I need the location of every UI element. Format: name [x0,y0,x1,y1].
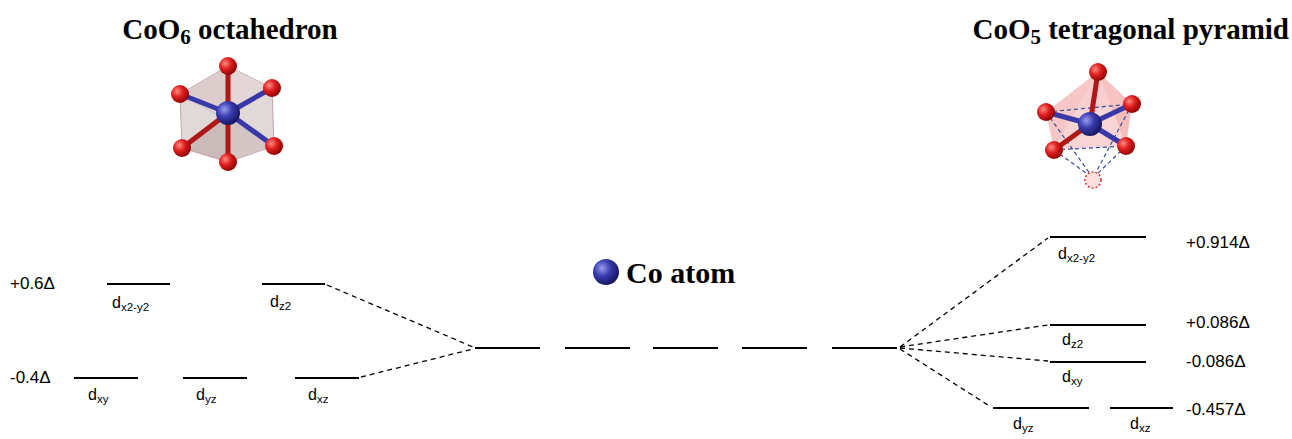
figure-title: CoO6 octahedron [122,14,337,46]
illustration-part [1089,63,1107,81]
orbital-label: dyz [1013,415,1033,433]
illustration-part [1085,172,1101,188]
illustration-part [265,137,283,155]
illustration-part [1117,137,1135,155]
illustration-part [1046,72,1132,150]
illustration-part [1054,146,1126,150]
correlation-lines [327,238,1048,407]
illustration-part [219,57,237,75]
illustration-part [216,101,240,125]
orbital-label: dxy [88,386,108,404]
illustration-part [219,153,237,171]
illustration-part [900,348,1048,361]
energy-value: -0.086Δ [1186,353,1246,372]
illustration-part [742,347,807,349]
illustration-part [295,377,359,379]
atom-label: Co atom [626,256,735,289]
energy-value: -0.4Δ [10,369,51,388]
orbital-label: dz2 [1062,331,1083,349]
illustration-part [900,325,1048,347]
orbital-label: dxy [1062,368,1082,386]
orbital-label: dxz [308,386,328,404]
illustration-part [173,139,191,157]
illustration-part [1123,95,1141,113]
illustration-part [1078,112,1102,136]
illustration-part [263,79,281,97]
energy-value: -0.457Δ [1186,401,1246,420]
illustration-part [900,349,991,407]
illustration-part [107,283,170,285]
illustration-part [180,66,274,162]
illustration-part [475,347,540,349]
orbital-label: dyz [196,386,216,404]
energy-levels [74,237,1173,408]
orbital-label: dz2 [270,293,291,311]
illustration-part [183,377,247,379]
illustration-part [327,285,473,347]
illustration-part [1037,103,1055,121]
illustration-part [993,407,1089,409]
energy-value: +0.914Δ [1186,234,1250,253]
pyramid-figure [1037,63,1141,188]
illustration-part [361,349,473,377]
illustration-part [1050,361,1146,363]
co-atom-symbol [593,259,619,285]
illustration-part [900,238,1048,347]
illustration-part [1046,72,1132,112]
orbital-label: dxz [1130,415,1150,433]
illustration-part [832,347,897,349]
figure-title: CoO5 tetragonal pyramid [972,14,1289,46]
illustration-part [1050,236,1146,238]
illustration-part [180,66,274,162]
illustration-part [653,347,718,349]
illustration-part [262,283,325,285]
illustration-part [1110,407,1173,409]
illustration-part [180,66,274,162]
octahedron-figure [171,57,283,171]
energy-value: +0.6Δ [10,275,55,294]
energy-value: +0.086Δ [1186,314,1250,333]
illustration-part [74,377,138,379]
orbital-label: dx2-y2 [1058,245,1095,263]
orbital-label: dx2-y2 [112,294,149,312]
illustration-part [171,85,189,103]
illustration-part [565,347,630,349]
illustration-part [1045,141,1063,159]
illustration-part [1050,324,1146,326]
